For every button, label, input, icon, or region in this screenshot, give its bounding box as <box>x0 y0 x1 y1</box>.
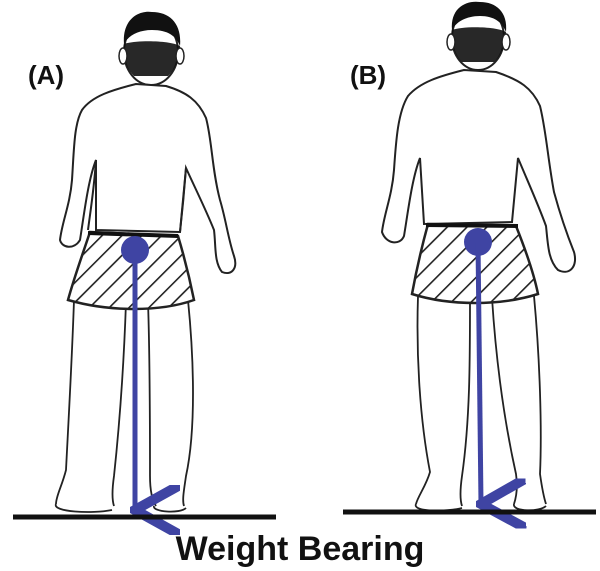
figure-b-waistband <box>426 225 518 226</box>
panel-a-label: (A) <box>28 60 64 90</box>
figure-a-legs <box>56 300 193 512</box>
panel-b: (B) <box>343 2 596 512</box>
figure-a-head <box>119 12 184 85</box>
figure-b-head <box>447 2 510 70</box>
figure-b-gravity-line <box>478 242 481 504</box>
figure-caption: Weight Bearing <box>176 530 425 568</box>
panel-a: (A) <box>13 12 276 517</box>
panel-b-label: (B) <box>350 60 386 90</box>
